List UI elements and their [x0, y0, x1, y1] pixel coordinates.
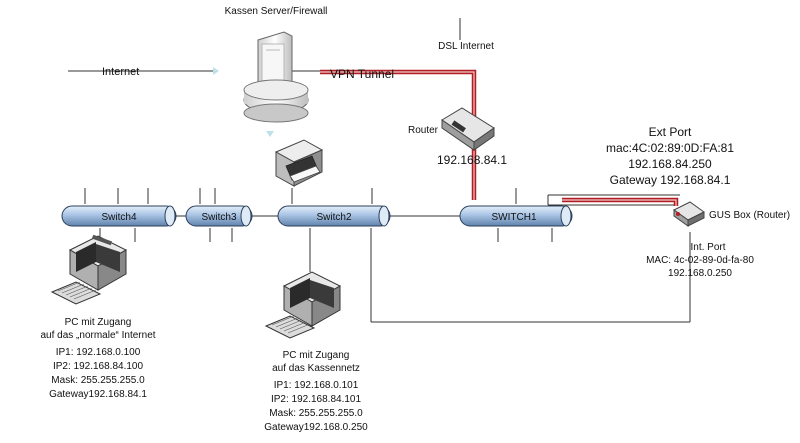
- int-port-ip: 192.168.0.250: [668, 268, 732, 279]
- pc-left-icon: [50, 234, 128, 305]
- pc-left-ip2: IP2: 192.168.84.100: [53, 361, 144, 372]
- arrow-marker-icon: [213, 67, 219, 75]
- switch4-bus: [61, 205, 177, 227]
- printer-icon: [274, 139, 324, 187]
- dsl-internet-label: DSL Internet: [438, 41, 494, 52]
- kassen-server-label: Kassen Server/Firewall: [225, 6, 328, 17]
- vpn-tunnel-path: [320, 69, 679, 206]
- pc-left-line1: PC mit Zugang: [65, 317, 132, 328]
- pc-center-line1: PC mit Zugang: [283, 350, 350, 361]
- pc-center-ip2: IP2: 192.168.84.101: [271, 394, 362, 405]
- switch1-label: SWITCH1: [492, 212, 537, 223]
- ext-port-label: Ext Port: [649, 125, 692, 139]
- switch3-label: Switch3: [201, 212, 236, 223]
- pc-center-gateway: Gateway192.168.0.250: [264, 422, 368, 433]
- gus-box-icon: [673, 201, 705, 227]
- switch1-bus: [459, 205, 573, 227]
- ext-port-mac: mac:4C:02:89:0D:FA:81: [606, 141, 734, 155]
- pc-left-mask: Mask: 255.255.255.0: [51, 375, 145, 386]
- pc-center-line2: auf das Kassennetz: [272, 363, 360, 374]
- int-port-label: Int. Port: [690, 242, 725, 253]
- switch4-label: Switch4: [101, 212, 136, 223]
- router-label: Router: [408, 125, 439, 136]
- ext-port-gateway: Gateway 192.168.84.1: [610, 173, 731, 187]
- router-icon: [441, 107, 495, 151]
- arrow-marker-icon: [266, 131, 274, 137]
- pc-left-gateway: Gateway192.168.84.1: [49, 389, 147, 400]
- gus-box-label: GUS Box (Router): [709, 210, 790, 221]
- vpn-tunnel-label: VPN Tunnel: [330, 67, 394, 81]
- switch2-bus: [277, 205, 391, 227]
- pc-left-line2: auf das „normale“ Internet: [40, 330, 155, 341]
- kassen-server-icon: [243, 31, 309, 123]
- pc-left-ip1: IP1: 192.168.0.100: [56, 347, 141, 358]
- pc-center-ip1: IP1: 192.168.0.101: [274, 380, 359, 391]
- ext-port-ip: 192.168.84.250: [628, 157, 712, 171]
- router-ip: 192.168.84.1: [437, 153, 507, 167]
- network-cables: [68, 18, 691, 323]
- internet-label: Internet: [102, 66, 139, 78]
- pc-center-icon: [264, 271, 342, 339]
- switch2-label: Switch2: [316, 212, 351, 223]
- int-port-mac: MAC: 4c-02-89-0d-fa-80: [646, 255, 754, 266]
- pc-center-mask: Mask: 255.255.255.0: [269, 408, 363, 419]
